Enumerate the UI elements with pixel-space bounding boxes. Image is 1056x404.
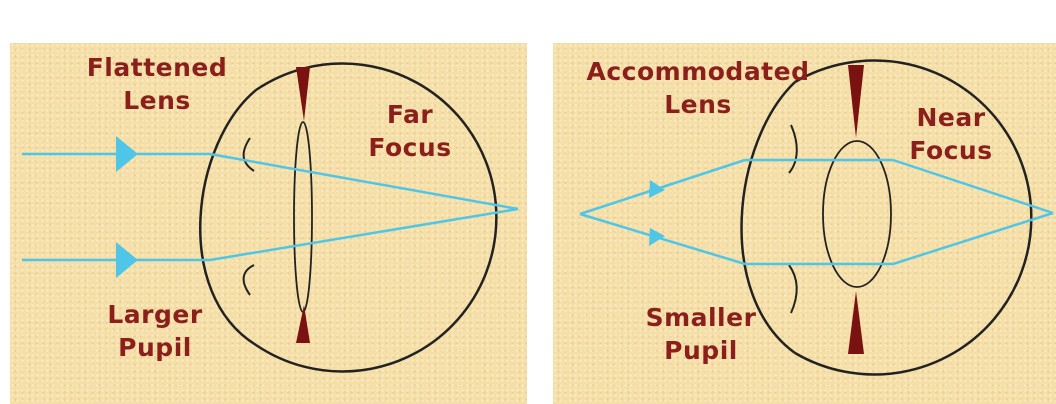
cornea-fold-bottom	[789, 265, 797, 313]
cornea-fold-top	[789, 125, 797, 173]
iris-top	[848, 65, 864, 138]
smaller-pupil-label: Smaller Pupil	[621, 301, 781, 367]
accommodated-lens-label: Accommodated Lens	[563, 55, 833, 121]
flattened-lens-label: Flattened Lens	[72, 51, 242, 117]
far-focus-panel: Flattened Lens Far Focus Larger Pupil	[10, 43, 527, 404]
far-focus-label: Far Focus	[350, 98, 470, 164]
iris-bottom	[296, 305, 310, 343]
near-focus-panel: Accommodated Lens Near Focus Smaller Pup…	[553, 43, 1056, 404]
larger-pupil-label: Larger Pupil	[85, 298, 225, 364]
incoming-ray-top	[580, 160, 745, 214]
iris-top	[296, 67, 310, 121]
near-focus-label: Near Focus	[891, 101, 1011, 167]
arrowhead-top	[649, 180, 665, 198]
flattened-lens	[294, 122, 312, 312]
arrowhead-bottom	[116, 242, 138, 278]
arrowhead-top	[116, 136, 138, 172]
cornea-fold-top	[244, 138, 254, 171]
cornea-fold-bottom	[244, 265, 254, 295]
incoming-ray-bottom	[580, 214, 745, 264]
arrowhead-bottom	[649, 228, 665, 246]
refracted-ray-bottom	[210, 209, 518, 260]
iris-bottom	[848, 291, 864, 354]
